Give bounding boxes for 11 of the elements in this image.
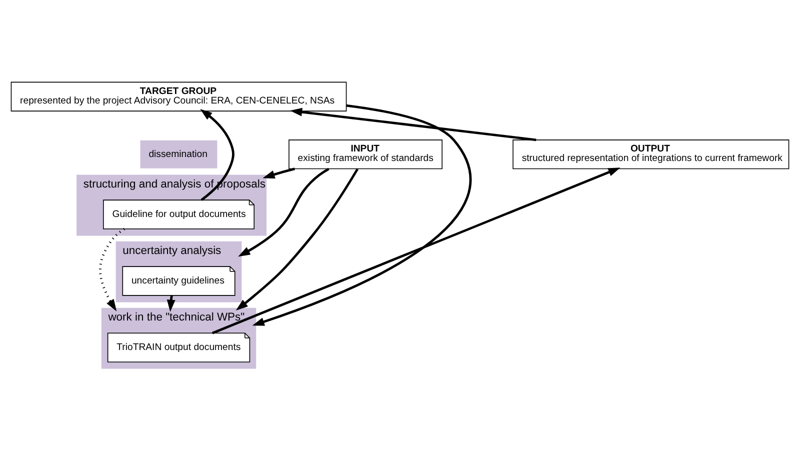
arrow (236, 168, 359, 310)
node-box: TARGET GROUP represented by the project Advisory Council: ERA, CEN-CENELEC, NSAs (10, 81, 347, 111)
arrow (238, 167, 330, 256)
arrow (212, 167, 620, 334)
arrow (290, 107, 536, 141)
node-box: INPUT existing framework of standards (288, 139, 442, 169)
arrow (262, 167, 296, 178)
node-box: OUTPUT structured representation of integrations to current framework (512, 139, 790, 169)
arrow (252, 104, 472, 326)
node-box: dissemination (139, 139, 218, 169)
arrow (200, 108, 234, 200)
